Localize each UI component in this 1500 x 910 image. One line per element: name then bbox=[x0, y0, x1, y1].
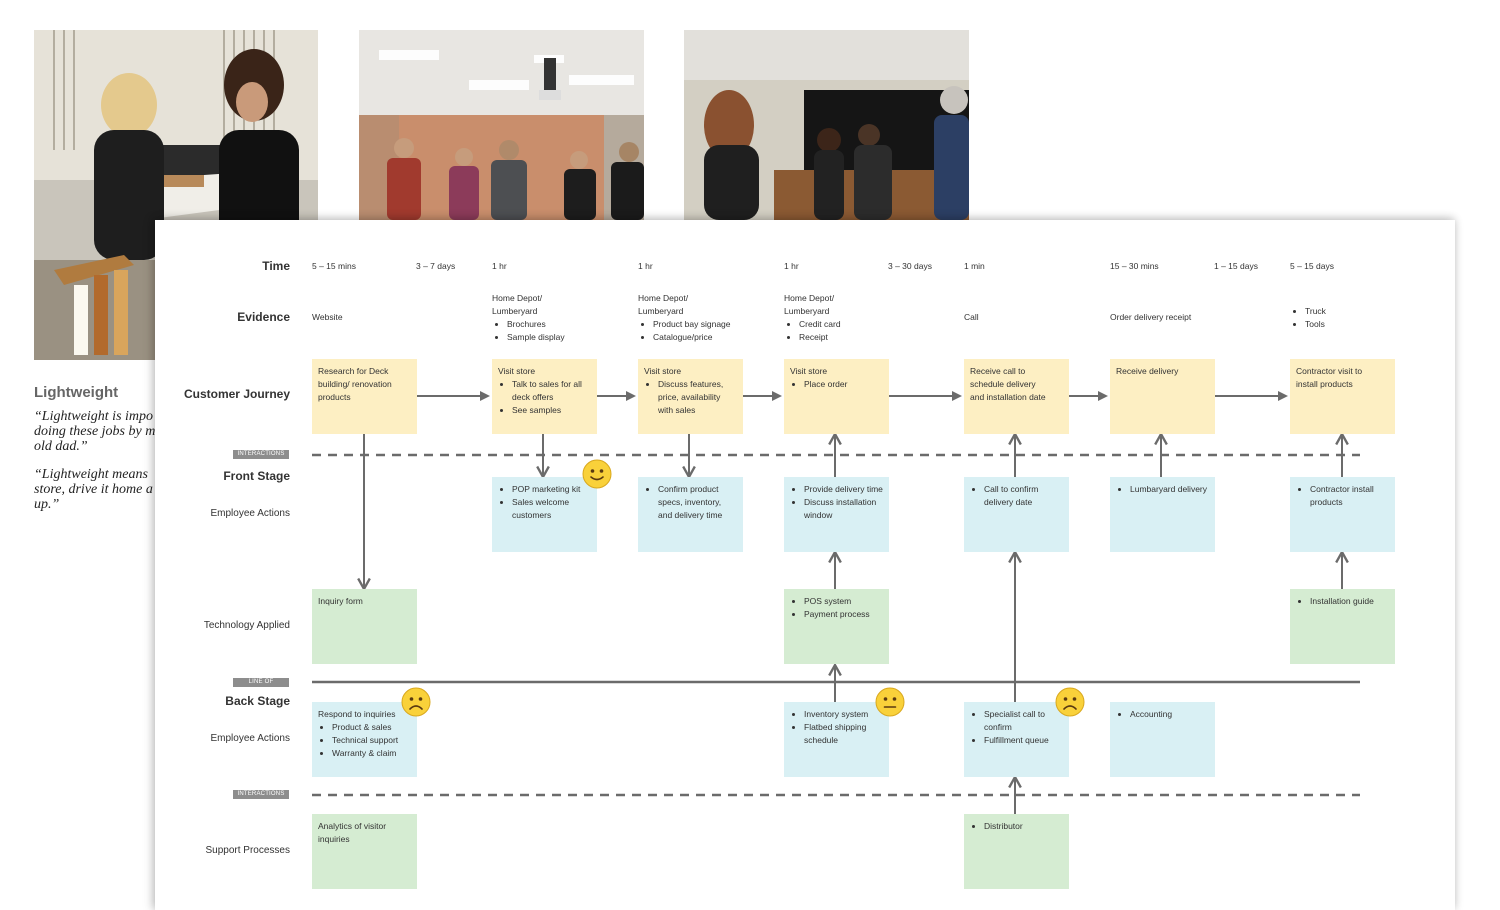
backstage-note-specialist-call: Specialist call to confirmFulfillment qu… bbox=[964, 702, 1069, 777]
journey-note-visit-store-1: Visit store Talk to sales for all deck o… bbox=[492, 359, 597, 434]
time-label: 1 min bbox=[964, 261, 985, 271]
row-label-support-processes: Support Processes bbox=[205, 845, 291, 856]
journey-note-visit-store-3: Visit store Place order bbox=[784, 359, 889, 434]
time-label: 3 – 7 days bbox=[416, 261, 456, 271]
neutral-face-icon bbox=[875, 687, 905, 717]
time-label: 3 – 30 days bbox=[888, 261, 932, 271]
journey-note-visit-store-2: Visit store Discuss features, price, ava… bbox=[638, 359, 743, 434]
interactions-tag-bottom: INTERACTIONS bbox=[233, 790, 289, 799]
service-blueprint: Time Evidence Customer Journey INTERACTI… bbox=[155, 220, 1455, 910]
support-note-distributor: Distributor bbox=[964, 814, 1069, 889]
blueprint-connectors bbox=[312, 391, 1360, 814]
frontstage-note-contractor-install: Contractor install products bbox=[1290, 477, 1395, 552]
line-of-visibility-tag: LINE OF VISIBILITY bbox=[233, 678, 289, 694]
evidence-home-depot-2: Home Depot/Lumberyard Product bay signag… bbox=[638, 292, 731, 344]
frontstage-note-call-confirm: Call to confirm delivery date bbox=[964, 477, 1069, 552]
technology-note-inquiry-form: Inquiry form bbox=[312, 589, 417, 664]
row-label-technology-applied: Technology Applied bbox=[203, 620, 290, 631]
evidence-truck-tools: TruckTools bbox=[1290, 305, 1326, 331]
evidence-website: Website bbox=[312, 312, 343, 322]
interactions-tag-top: INTERACTIONS bbox=[233, 450, 289, 459]
sad-face-icon bbox=[1055, 687, 1085, 717]
time-label: 5 – 15 mins bbox=[312, 261, 356, 271]
row-label-back-stage: Back Stage bbox=[225, 694, 290, 708]
row-label-time: Time bbox=[262, 259, 290, 273]
time-label: 1 hr bbox=[638, 261, 653, 271]
frontstage-note-pop-kit: POP marketing kitSales welcome customers bbox=[492, 477, 597, 552]
backstage-note-accounting: Accounting bbox=[1110, 702, 1215, 777]
evidence-home-depot-3: Home Depot/Lumberyard Credit cardReceipt bbox=[784, 292, 841, 344]
evidence-home-depot-1: Home Depot/Lumberyard BrochuresSample di… bbox=[492, 292, 565, 344]
row-label-customer-journey: Customer Journey bbox=[183, 387, 290, 401]
frontstage-note-confirm-specs: Confirm product specs, inventory, and de… bbox=[638, 477, 743, 552]
time-label: 1 hr bbox=[492, 261, 507, 271]
happy-face-icon bbox=[582, 459, 612, 489]
evidence-call: Call bbox=[964, 312, 979, 322]
row-label-front-employee-actions: Employee Actions bbox=[210, 508, 291, 519]
journey-note-receive-delivery: Receive delivery bbox=[1110, 359, 1215, 434]
row-label-back-employee-actions: Employee Actions bbox=[210, 733, 291, 744]
side-caption-heading: Lightweight bbox=[34, 384, 119, 401]
backstage-note-respond-inquiries: Respond to inquiries Product & salesTech… bbox=[312, 702, 417, 777]
time-label: 1 – 15 days bbox=[1214, 261, 1258, 271]
backstage-note-inventory-system: Inventory systemFlatbed shipping schedul… bbox=[784, 702, 889, 777]
row-label-evidence: Evidence bbox=[237, 310, 290, 324]
sad-face-icon bbox=[401, 687, 431, 717]
row-label-front-stage: Front Stage bbox=[223, 469, 290, 483]
time-label: 15 – 30 mins bbox=[1110, 261, 1159, 271]
technology-note-pos-system: POS systemPayment process bbox=[784, 589, 889, 664]
time-label: 5 – 15 days bbox=[1290, 261, 1334, 271]
technology-note-installation-guide: Installation guide bbox=[1290, 589, 1395, 664]
frontstage-note-provide-delivery: Provide delivery timeDiscuss installatio… bbox=[784, 477, 889, 552]
time-label: 1 hr bbox=[784, 261, 799, 271]
workshop-photo-2 bbox=[359, 30, 644, 220]
evidence-order-receipt: Order delivery receipt bbox=[1110, 312, 1192, 322]
workshop-photo-3 bbox=[684, 30, 969, 220]
frontstage-note-lumberyard-delivery: Lumbaryard delivery bbox=[1110, 477, 1215, 552]
